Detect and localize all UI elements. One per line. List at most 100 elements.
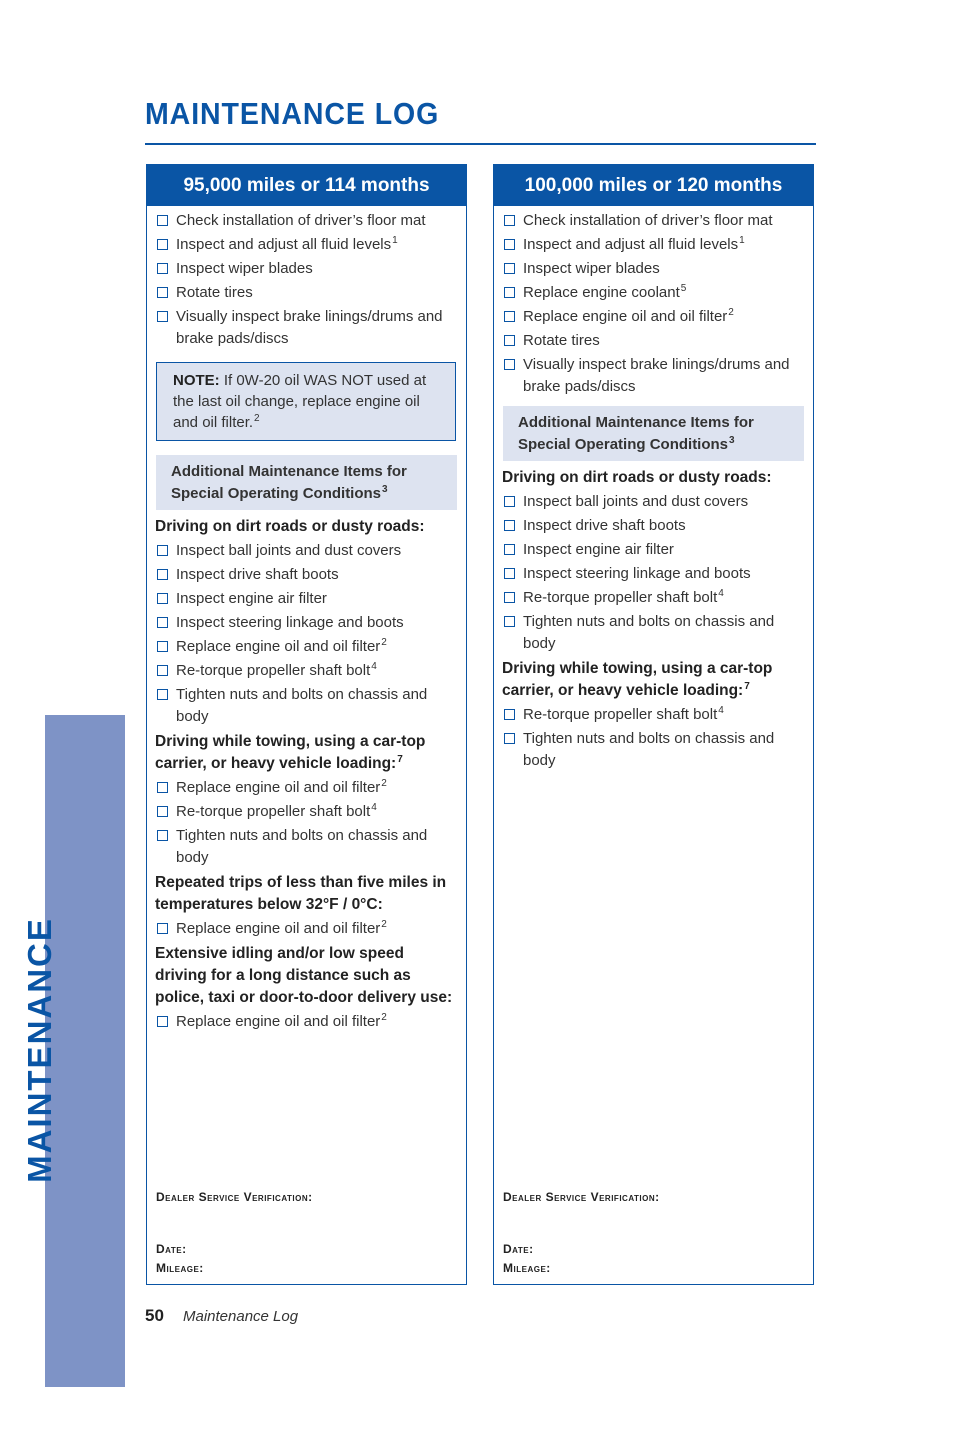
checklist-item: Replace engine oil and oil filter2 — [155, 1011, 458, 1033]
checklist-item: Replace engine oil and oil filter2 — [155, 918, 458, 940]
condition-heading: Driving on dirt roads or dusty roads: — [502, 469, 772, 486]
footnote-ref: 2 — [381, 919, 387, 930]
checkbox[interactable] — [504, 239, 515, 250]
checklist-item: Inspect steering linkage and boots — [502, 563, 805, 585]
checkbox[interactable] — [504, 592, 515, 603]
condition-heading: Repeated trips of less than five miles i… — [155, 874, 447, 913]
checklist-item-text: Inspect and adjust all fluid levels1 — [523, 235, 745, 254]
condition-heading: Driving while towing, using a car-top ca… — [155, 733, 426, 772]
checklist-item: Replace engine oil and oil filter2 — [155, 777, 458, 799]
checkbox[interactable] — [157, 617, 168, 628]
checklist-item-text: Replace engine oil and oil filter2 — [176, 637, 387, 656]
checklist-item-text: Tighten nuts and bolts on chassis and bo… — [523, 613, 775, 652]
checkbox[interactable] — [504, 616, 515, 627]
footnote-ref: 3 — [729, 435, 735, 446]
checkbox[interactable] — [504, 263, 515, 274]
checklist-item-text: Tighten nuts and bolts on chassis and bo… — [176, 686, 428, 725]
checkbox[interactable] — [504, 496, 515, 507]
checklist-item: Inspect steering linkage and boots — [155, 612, 458, 634]
checklist: Check installation of driver’s floor mat… — [155, 210, 458, 350]
checklist-item: Check installation of driver’s floor mat — [155, 210, 458, 232]
checklist-item: Replace engine coolant5 — [502, 282, 805, 304]
checklist-item-text: Tighten nuts and bolts on chassis and bo… — [176, 827, 428, 866]
checklist-item-text: Replace engine oil and oil filter2 — [176, 1012, 387, 1031]
note-footnote: 2 — [254, 413, 260, 424]
checklist-item-text: Inspect engine air filter — [176, 590, 327, 607]
date-label: Date: — [503, 1242, 534, 1256]
checkbox[interactable] — [157, 689, 168, 700]
note-text: If 0W-20 oil WAS NOT used at the last oi… — [173, 372, 427, 431]
checklist-item-text: Inspect drive shaft boots — [176, 566, 339, 583]
checklist-item: Inspect wiper blades — [502, 258, 805, 280]
checklist-item: Inspect engine air filter — [155, 588, 458, 610]
checkbox[interactable] — [157, 923, 168, 934]
footnote-ref: 3 — [382, 484, 388, 495]
checkbox[interactable] — [157, 641, 168, 652]
checklist-item-text: Re-torque propeller shaft bolt4 — [176, 661, 377, 680]
checkbox[interactable] — [157, 1016, 168, 1027]
checkbox[interactable] — [157, 830, 168, 841]
dealer-verification-label: Dealer Service Verification: — [503, 1190, 660, 1204]
checklist-item-text: Replace engine coolant5 — [523, 283, 687, 302]
checkbox[interactable] — [157, 215, 168, 226]
checkbox[interactable] — [157, 287, 168, 298]
note-label: NOTE: — [173, 372, 220, 389]
checkbox[interactable] — [504, 287, 515, 298]
checkbox[interactable] — [157, 239, 168, 250]
checklist-item: Re-torque propeller shaft bolt4 — [502, 587, 805, 609]
checklist-item-text: Re-torque propeller shaft bolt4 — [523, 588, 724, 607]
checklist-item: Replace engine oil and oil filter2 — [155, 636, 458, 658]
checklist-item: Rotate tires — [155, 282, 458, 304]
checkbox[interactable] — [157, 665, 168, 676]
checklist-item: Tighten nuts and bolts on chassis and bo… — [155, 825, 458, 869]
additional-items-heading: Additional Maintenance Items for Special… — [503, 406, 804, 461]
checklist: Replace engine oil and oil filter2 — [155, 1011, 458, 1033]
checklist-item: Re-torque propeller shaft bolt4 — [502, 704, 805, 726]
checklist-item: Replace engine oil and oil filter2 — [502, 306, 805, 328]
side-tab-label: MAINTENANCE — [21, 917, 58, 1183]
checklist-item-text: Inspect steering linkage and boots — [176, 614, 404, 631]
checkbox[interactable] — [504, 359, 515, 370]
condition-heading: Driving while towing, using a car-top ca… — [502, 660, 773, 699]
footnote-ref: 5 — [680, 283, 687, 294]
checklist-item: Inspect drive shaft boots — [502, 515, 805, 537]
checkbox[interactable] — [157, 311, 168, 322]
page-title: MAINTENANCE LOG — [145, 96, 440, 131]
checklist-item-text: Tighten nuts and bolts on chassis and bo… — [523, 730, 775, 769]
checklist-item: Inspect and adjust all fluid levels1 — [502, 234, 805, 256]
checkbox[interactable] — [504, 544, 515, 555]
checklist-item: Visually inspect brake linings/drums and… — [155, 306, 458, 350]
interval-header: 95,000 miles or 114 months — [147, 165, 466, 206]
checklist-item-text: Inspect ball joints and dust covers — [523, 493, 749, 510]
checklist-item-text: Inspect wiper blades — [176, 260, 313, 277]
checkbox[interactable] — [157, 569, 168, 580]
footnote-ref: 4 — [371, 802, 377, 813]
checkbox[interactable] — [504, 568, 515, 579]
footnote-ref: 2 — [728, 307, 734, 318]
checkbox[interactable] — [504, 335, 515, 346]
checkbox[interactable] — [157, 263, 168, 274]
checkbox[interactable] — [504, 733, 515, 744]
checkbox[interactable] — [157, 545, 168, 556]
checklist-item: Rotate tires — [502, 330, 805, 352]
checkbox[interactable] — [157, 806, 168, 817]
dealer-verification-label: Dealer Service Verification: — [156, 1190, 313, 1204]
checkbox[interactable] — [504, 215, 515, 226]
checklist-item: Visually inspect brake linings/drums and… — [502, 354, 805, 398]
checkbox[interactable] — [504, 520, 515, 531]
checklist-item: Re-torque propeller shaft bolt4 — [155, 801, 458, 823]
checklist-item: Inspect and adjust all fluid levels1 — [155, 234, 458, 256]
checkbox[interactable] — [157, 593, 168, 604]
footnote-ref: 2 — [381, 1012, 387, 1023]
checkbox[interactable] — [157, 782, 168, 793]
checklist-item: Tighten nuts and bolts on chassis and bo… — [502, 728, 805, 772]
footnote-ref: 4 — [718, 705, 724, 716]
footer-title: Maintenance Log — [183, 1308, 299, 1325]
date-label: Date: — [156, 1242, 187, 1256]
checkbox[interactable] — [504, 709, 515, 720]
footnote-ref: 4 — [371, 661, 377, 672]
checklist-item-text: Rotate tires — [176, 284, 253, 301]
checkbox[interactable] — [504, 311, 515, 322]
checklist-item: Tighten nuts and bolts on chassis and bo… — [502, 611, 805, 655]
